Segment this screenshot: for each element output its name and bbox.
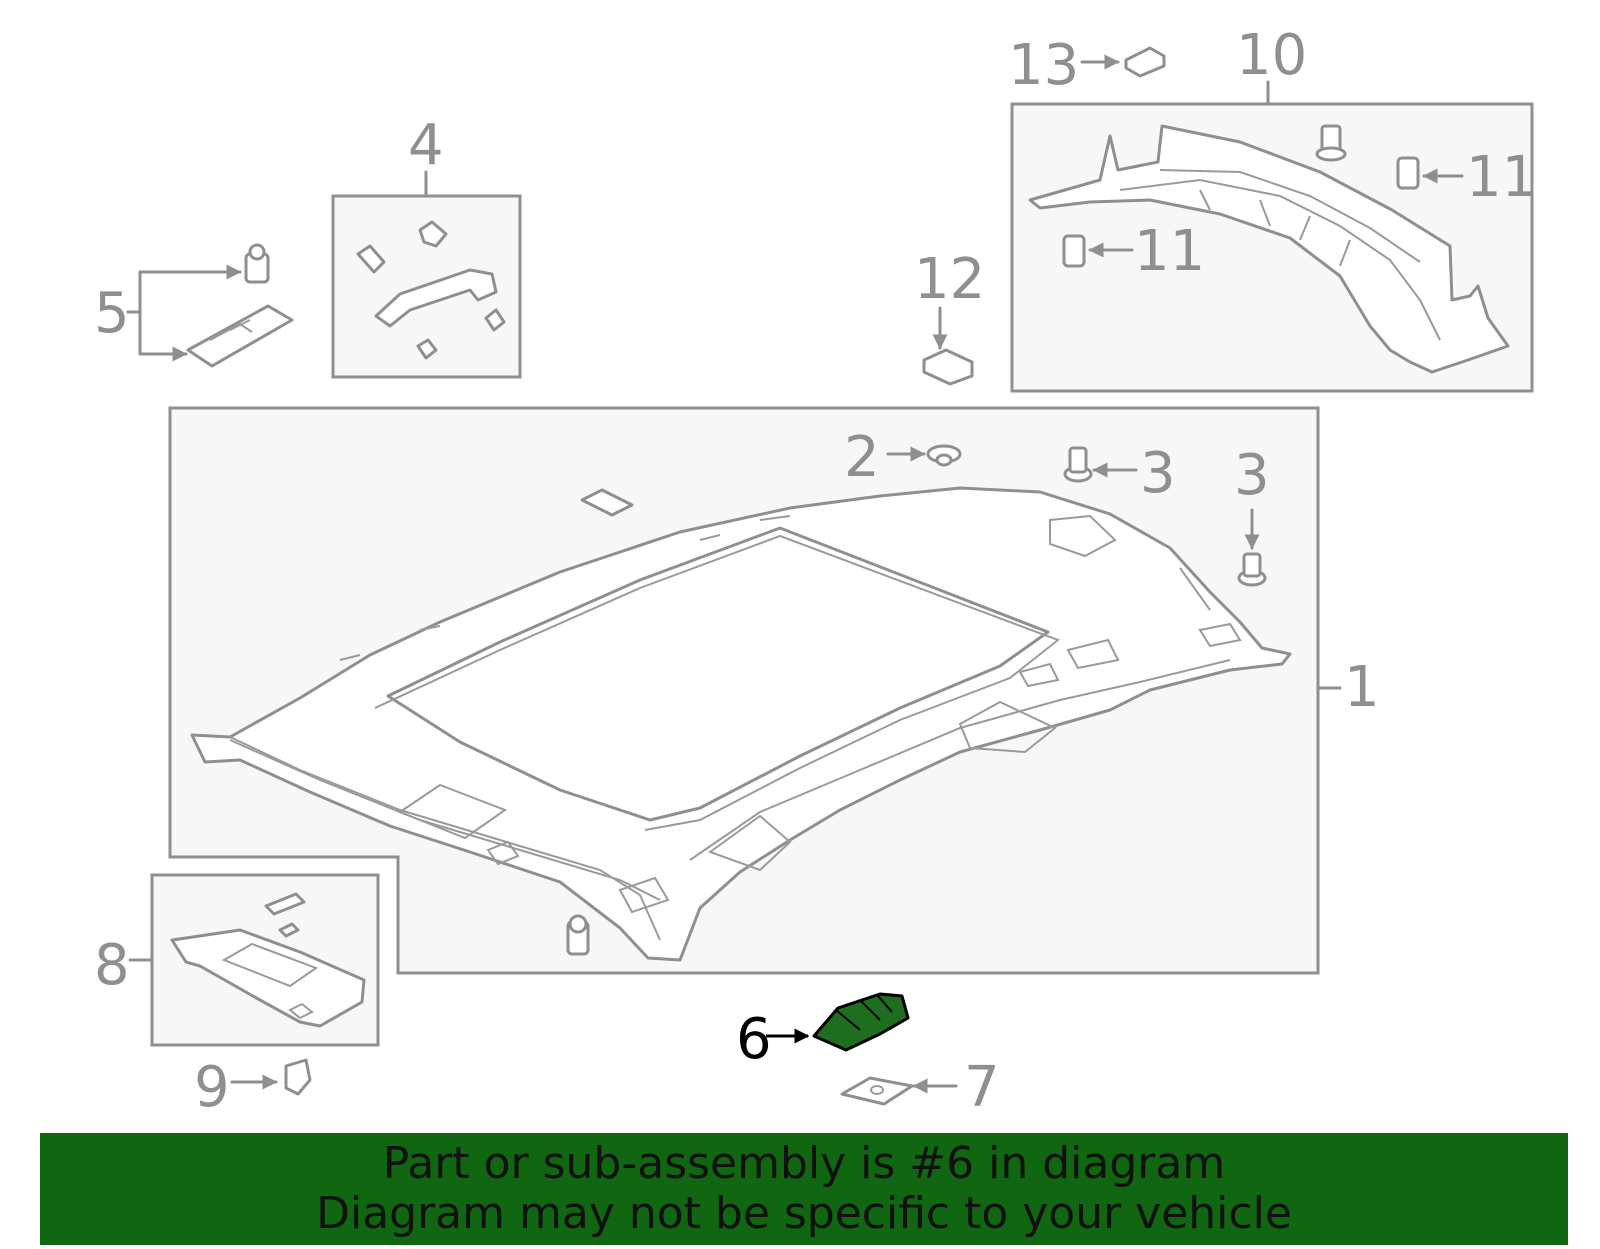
callout-7: 7: [964, 1055, 1000, 1120]
part-8-group: [128, 873, 380, 1047]
part-6-lamp[interactable]: [812, 992, 910, 1052]
part-3-screw-a: [1063, 446, 1138, 483]
part-10-pin: [1315, 124, 1347, 162]
part-4-grab-handle-group: [331, 170, 522, 379]
part-11-clip-b: [1062, 234, 1134, 268]
part-13-clip: [1080, 46, 1166, 78]
callout-1: 1: [1344, 655, 1380, 720]
info-banner: Part or sub-assembly is #6 in diagram Di…: [40, 1133, 1568, 1245]
part-6-highlighted[interactable]: [766, 992, 910, 1052]
callout-8: 8: [94, 933, 130, 998]
banner-line-1: Part or sub-assembly is #6 in diagram: [382, 1138, 1226, 1189]
callout-3a: 3: [1140, 441, 1176, 506]
callout-11b: 11: [1134, 219, 1205, 284]
sunroof-opening: [386, 526, 1050, 822]
callout-6[interactable]: 6: [736, 1007, 772, 1072]
callout-10: 10: [1236, 23, 1307, 88]
callout-11a: 11: [1466, 145, 1537, 210]
pillar-garnish: [1028, 124, 1510, 374]
part-3-screw-b: [1237, 508, 1267, 587]
headliner-clip: [580, 488, 634, 517]
callout-9: 9: [194, 1055, 230, 1120]
part-7-pad: [840, 1076, 958, 1106]
callout-5: 5: [94, 281, 130, 346]
callout-4: 4: [408, 113, 444, 178]
part-12-bracket: [922, 306, 974, 386]
part-9-clip: [230, 1058, 312, 1096]
callout-2: 2: [844, 425, 880, 490]
part-5-clip: [244, 243, 270, 284]
headliner-group: [168, 406, 1320, 975]
part-11-clip-a: [1396, 156, 1464, 190]
part-5-bracket: [186, 304, 294, 368]
callout-13: 13: [1008, 33, 1079, 98]
part-10-group: [1010, 80, 1534, 393]
callout-12: 12: [914, 247, 985, 312]
banner-line-2: Diagram may not be specific to your vehi…: [316, 1188, 1292, 1239]
callout-3b: 3: [1234, 443, 1270, 508]
part-2-grommet: [886, 444, 962, 467]
grab-handle: [374, 268, 498, 328]
bottom-screw: [566, 914, 590, 956]
part-5-group: [126, 243, 294, 368]
